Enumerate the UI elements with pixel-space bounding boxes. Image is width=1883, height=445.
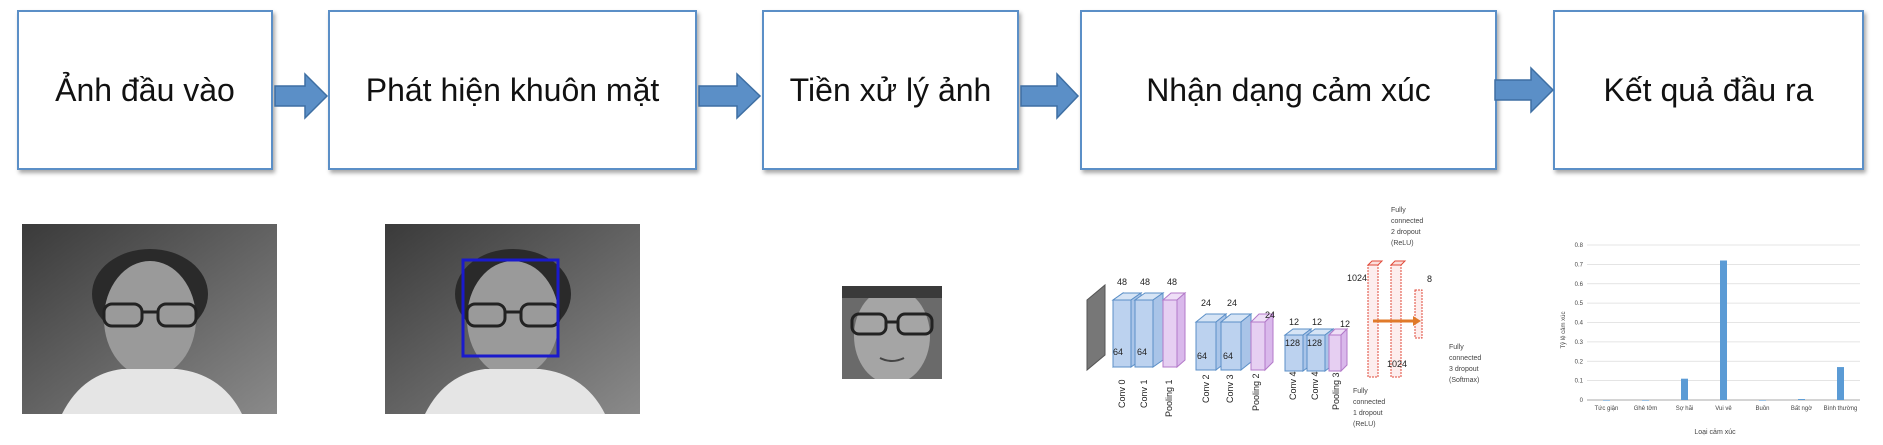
conv2-top-size: 24 [1201, 298, 1211, 308]
stage-box-emotion-recognition: Nhận dạng cảm xúc [1080, 10, 1497, 170]
preprocessed-face-crop [842, 286, 942, 379]
chart-bar [1798, 399, 1805, 400]
chart-category-label: Buồn [1755, 406, 1769, 412]
flow-arrow [1494, 66, 1555, 114]
emotion-probability-chart: Tỷ lệ cảm xúc Loại cảm xúc 0 0.1 0.2 0.3 0.4… [1555, 230, 1875, 440]
fc1-label-line3: 1 dropout [1353, 410, 1383, 417]
conv4a-top-size: 12 [1289, 317, 1299, 327]
chart-y-tick-label: 0.2 [1575, 359, 1584, 365]
chart-bar [1681, 378, 1688, 400]
chart-category-label: Sợ hãi [1676, 406, 1694, 412]
cnn-layer-pooling1 [1161, 291, 1187, 369]
layer-name-conv2: Conv 2 [1201, 374, 1211, 403]
conv0-top-size: 48 [1117, 277, 1127, 287]
chart-category-label: Tức giận [1595, 406, 1619, 412]
chart-y-tick-label: 0.7 [1575, 262, 1584, 268]
layer-name-pooling2: Pooling 2 [1251, 373, 1261, 411]
flow-arrow [698, 72, 762, 120]
chart-y-tick-label: 0.3 [1575, 340, 1584, 346]
chart-y-tick-label: 0.6 [1575, 282, 1584, 288]
fc2-label-line1: Fully [1391, 207, 1406, 214]
cnn-layer-conv4a [1283, 328, 1313, 372]
cnn-layer-pooling2 [1249, 312, 1275, 372]
conv1-bottom-size: 64 [1137, 347, 1147, 357]
chart-y-tick-label: 0.8 [1575, 243, 1584, 249]
cnn-layer-conv1 [1133, 292, 1165, 368]
chart-category-label: Ghê tởm [1634, 405, 1658, 412]
stage-box-input-image: Ảnh đầu vào [17, 10, 273, 170]
chart-y-tick-label: 0.4 [1575, 321, 1584, 327]
stage-label: Phát hiện khuôn mặt [365, 71, 660, 108]
layer-name-pooling3: Pooling 3 [1331, 372, 1341, 410]
fc3-label-line4: (Softmax) [1449, 377, 1479, 384]
cnn-fc3-layer [1414, 289, 1423, 339]
stage-label: Tiền xử lý ảnh [789, 71, 992, 108]
cnn-input-thumbnail [1086, 283, 1106, 372]
input-face-photo [22, 224, 277, 414]
cnn-fc1-layer [1366, 260, 1384, 378]
conv3-bottom-size: 64 [1223, 351, 1233, 361]
chart-y-tick-label: 0 [1580, 398, 1584, 404]
fc3-label-line3: 3 dropout [1449, 366, 1479, 373]
stage-label: Ảnh đầu vào [55, 71, 235, 108]
cnn-layer-conv4b [1305, 328, 1335, 372]
fc1-size: 1024 [1347, 273, 1367, 283]
flow-arrow [274, 72, 329, 120]
fc3-label-line1: Fully [1449, 344, 1464, 351]
layer-name-conv0: Conv 0 [1117, 379, 1127, 408]
layer-name-conv4a: Conv 4 [1288, 371, 1298, 400]
layer-name-conv3: Conv 3 [1225, 374, 1235, 403]
chart-category-label: Bình thường [1824, 406, 1858, 412]
fc2-label-line2: connected [1391, 218, 1423, 225]
detected-face-photo [385, 224, 640, 414]
fc1-label-line4: (ReLU) [1353, 421, 1376, 428]
face-bounding-box [461, 258, 560, 358]
fc3-size: 8 [1427, 274, 1432, 284]
flow-arrow [1020, 72, 1080, 120]
fc1-label-line2: connected [1353, 399, 1385, 406]
stage-label: Kết quả đầu ra [1603, 71, 1814, 108]
chart-category-label: Vui vẻ [1715, 406, 1732, 412]
cnn-layer-pooling3 [1327, 327, 1349, 373]
fc2-label-line4: (ReLU) [1391, 240, 1414, 247]
chart-bar [1720, 260, 1727, 400]
conv4a-bottom-size: 128 [1285, 338, 1300, 348]
chart-bar [1642, 400, 1649, 401]
chart-y-tick-label: 0.5 [1575, 301, 1584, 307]
chart-y-tick-label: 0.1 [1575, 379, 1584, 385]
pool1-side-size: 48 [1167, 277, 1177, 287]
pool3-side-size: 12 [1340, 319, 1350, 329]
cnn-architecture-diagram: 48 48 48 64 64 24 24 24 64 64 12 12 12 1… [1086, 207, 1481, 428]
chart-y-axis-label: Tỷ lệ cảm xúc [1560, 311, 1567, 348]
fc1-label-line1: Fully [1353, 388, 1368, 395]
stage-label: Nhận dạng cảm xúc [1146, 71, 1431, 108]
cnn-layer-conv3 [1219, 312, 1253, 372]
conv1-top-size: 48 [1140, 277, 1150, 287]
fc2-label-line3: 2 dropout [1391, 229, 1421, 236]
conv2-bottom-size: 64 [1197, 351, 1207, 361]
conv3-top-size: 24 [1227, 298, 1237, 308]
chart-bar [1837, 367, 1844, 400]
layer-name-conv1: Conv 1 [1139, 379, 1149, 408]
fc2-size: 1024 [1387, 359, 1407, 369]
conv4b-bottom-size: 128 [1307, 338, 1322, 348]
chart-category-label: Bất ngờ [1791, 406, 1812, 412]
layer-name-pooling1: Pooling 1 [1164, 379, 1174, 417]
conv0-bottom-size: 64 [1113, 347, 1123, 357]
pool2-side-size: 24 [1265, 310, 1275, 320]
conv4b-top-size: 12 [1312, 317, 1322, 327]
layer-name-conv4b: Conv 4 [1310, 371, 1320, 400]
chart-bar [1759, 400, 1766, 401]
stage-box-preprocessing: Tiền xử lý ảnh [762, 10, 1019, 170]
chart-bar [1603, 400, 1610, 401]
stage-box-face-detection: Phát hiện khuôn mặt [328, 10, 697, 170]
chart-x-axis-label: Loại cảm xúc [1694, 429, 1736, 436]
fc3-label-line2: connected [1449, 355, 1481, 362]
stage-box-output-result: Kết quả đầu ra [1553, 10, 1864, 170]
